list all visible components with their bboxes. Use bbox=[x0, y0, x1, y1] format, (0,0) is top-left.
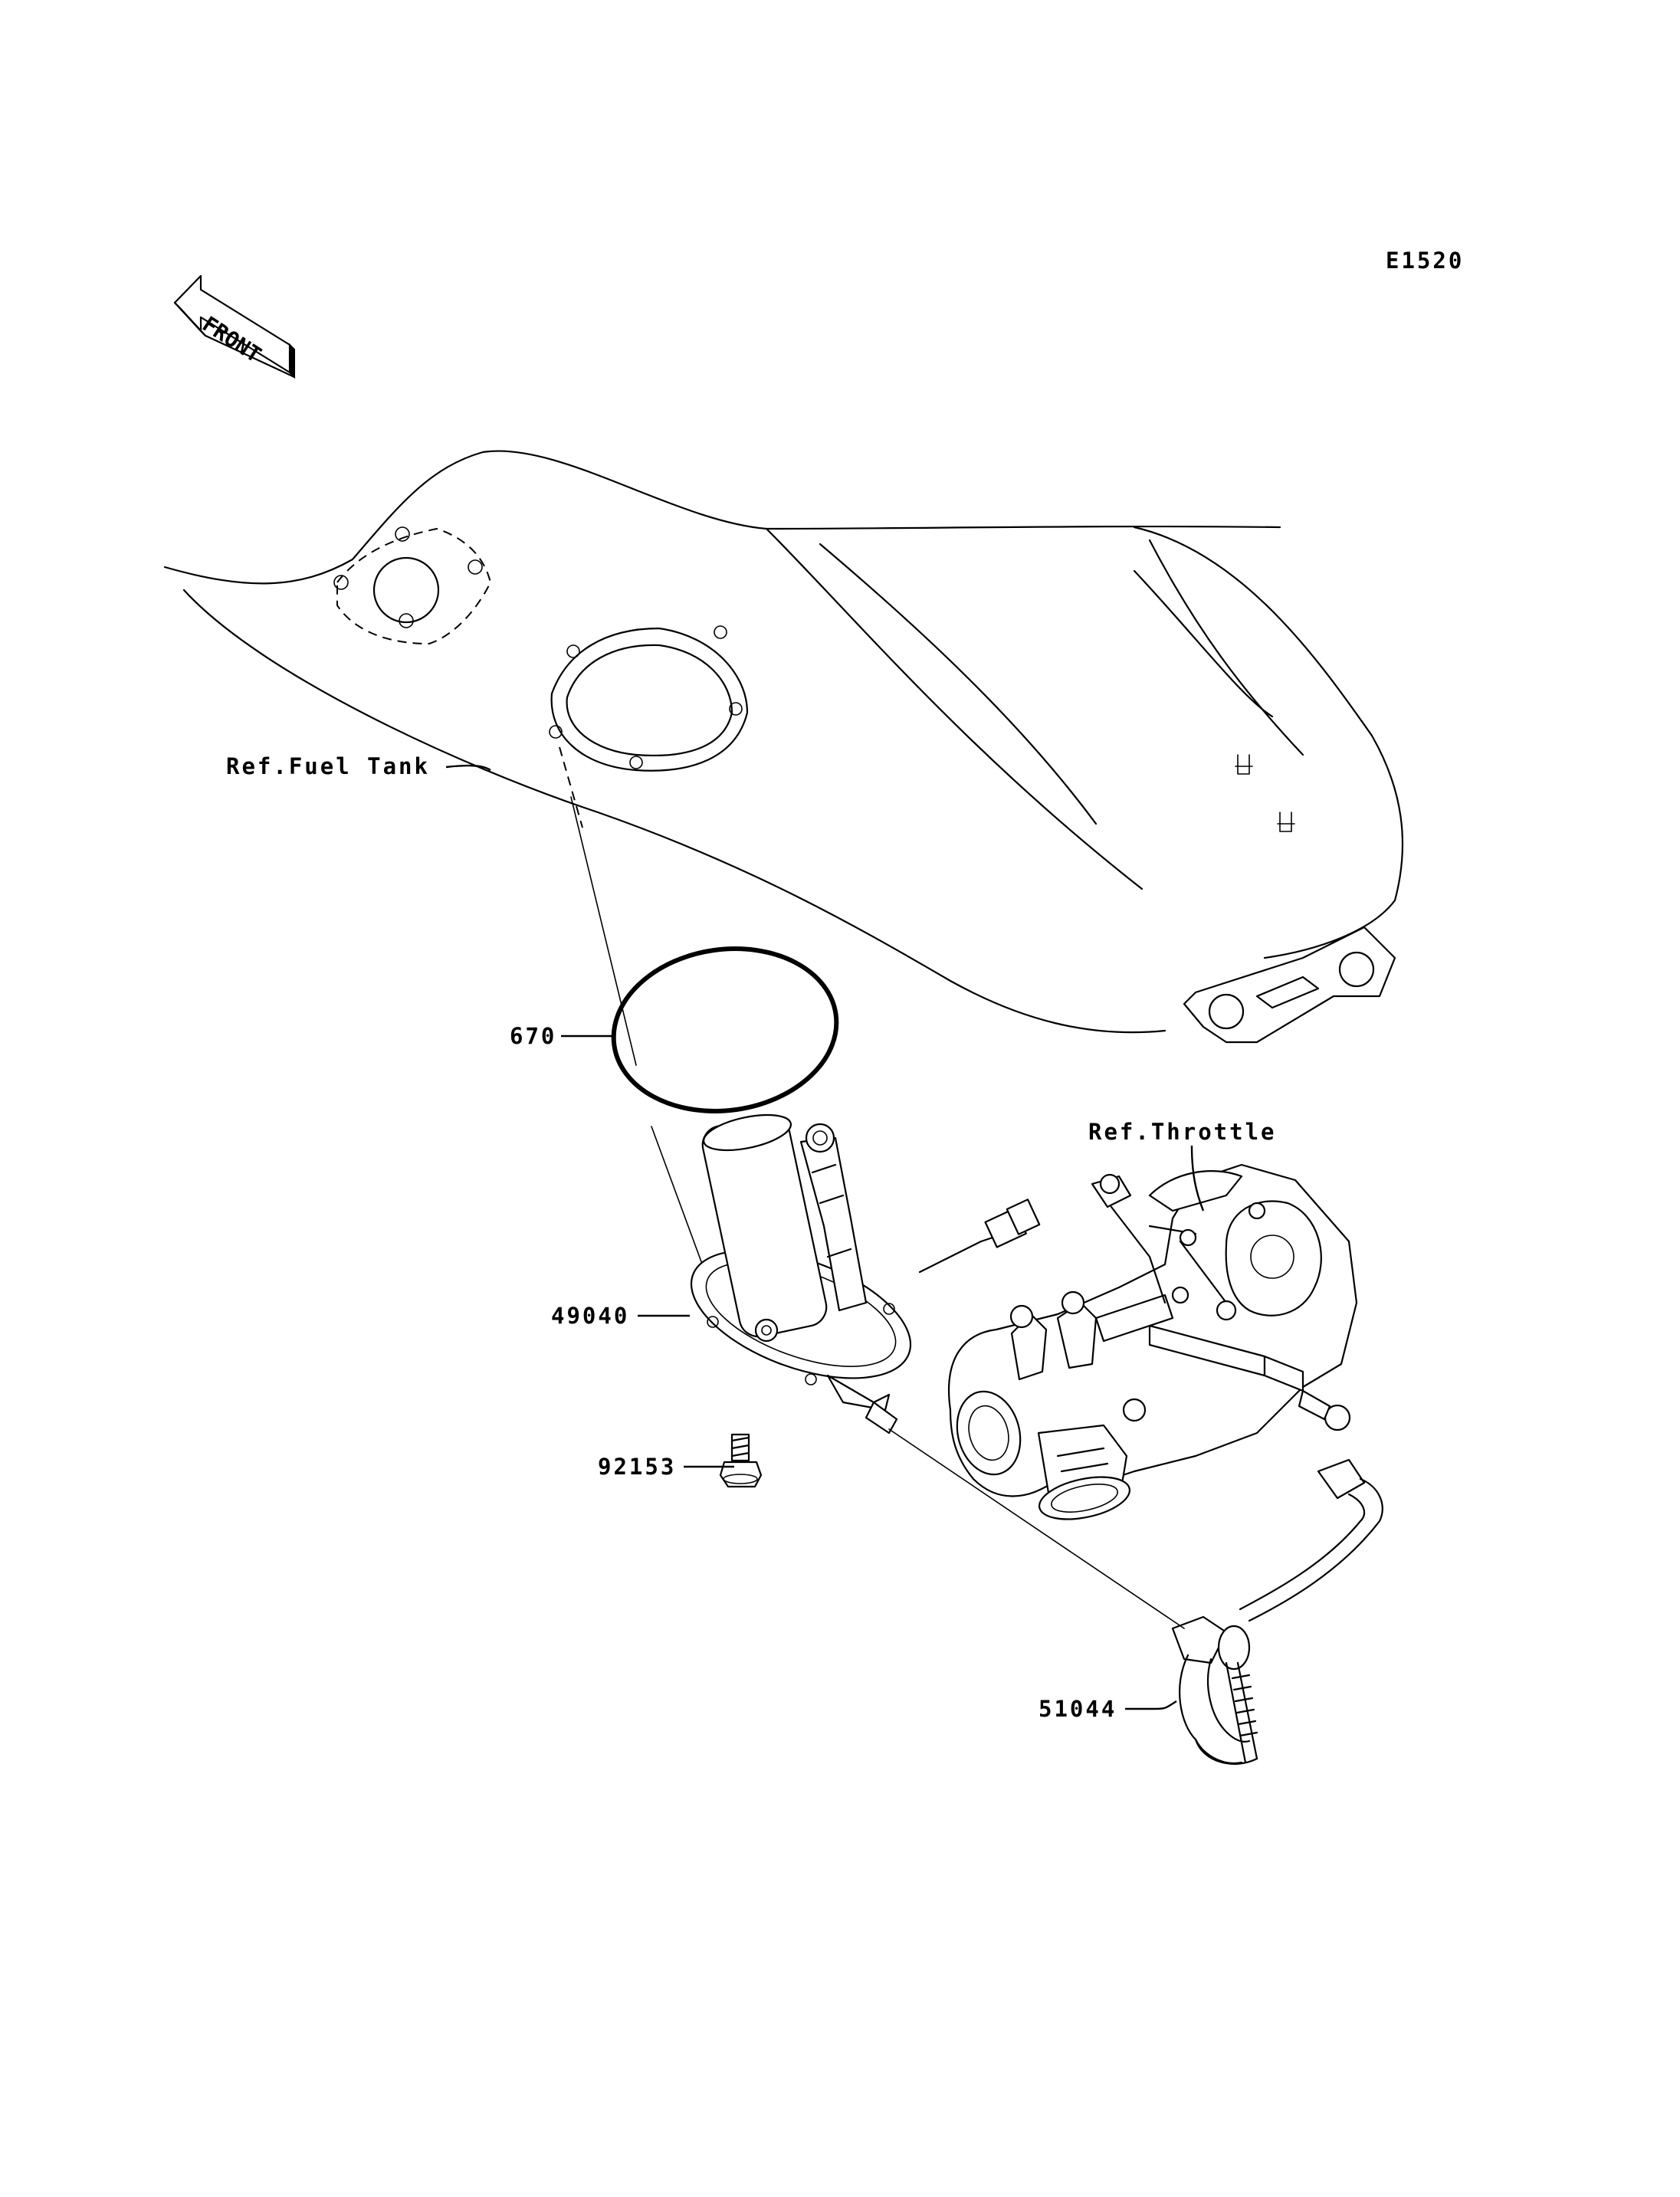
assembly-axis-line-3 bbox=[651, 1126, 706, 1273]
fuel-pump-part bbox=[690, 1113, 1041, 1435]
fuel-hose-part bbox=[1171, 1458, 1383, 1765]
hose-leader bbox=[1125, 1700, 1177, 1710]
assembly-axis-line-2 bbox=[570, 796, 637, 1066]
assembly-axis-line bbox=[559, 746, 583, 828]
fuel-tank-outline bbox=[163, 450, 1404, 1044]
fuel-tank-leader bbox=[445, 764, 491, 772]
throttle-leader bbox=[1190, 1145, 1205, 1212]
diagram-code: E1520 bbox=[1386, 248, 1464, 274]
bolt-part bbox=[719, 1433, 763, 1488]
bolt-label: 92153 bbox=[598, 1454, 676, 1480]
hose-route-line bbox=[888, 1428, 1185, 1629]
o-ring-label: 670 bbox=[510, 1023, 556, 1049]
throttle-body-part bbox=[948, 1163, 1358, 1520]
front-arrow-icon: FRONT bbox=[173, 274, 296, 379]
hose-label: 51044 bbox=[1039, 1696, 1117, 1722]
fuel-pump-label: 49040 bbox=[551, 1303, 629, 1329]
throttle-label: Ref.Throttle bbox=[1088, 1119, 1277, 1145]
fuel-tank-label: Ref.Fuel Tank bbox=[226, 753, 430, 779]
o-ring-part bbox=[611, 946, 839, 1113]
